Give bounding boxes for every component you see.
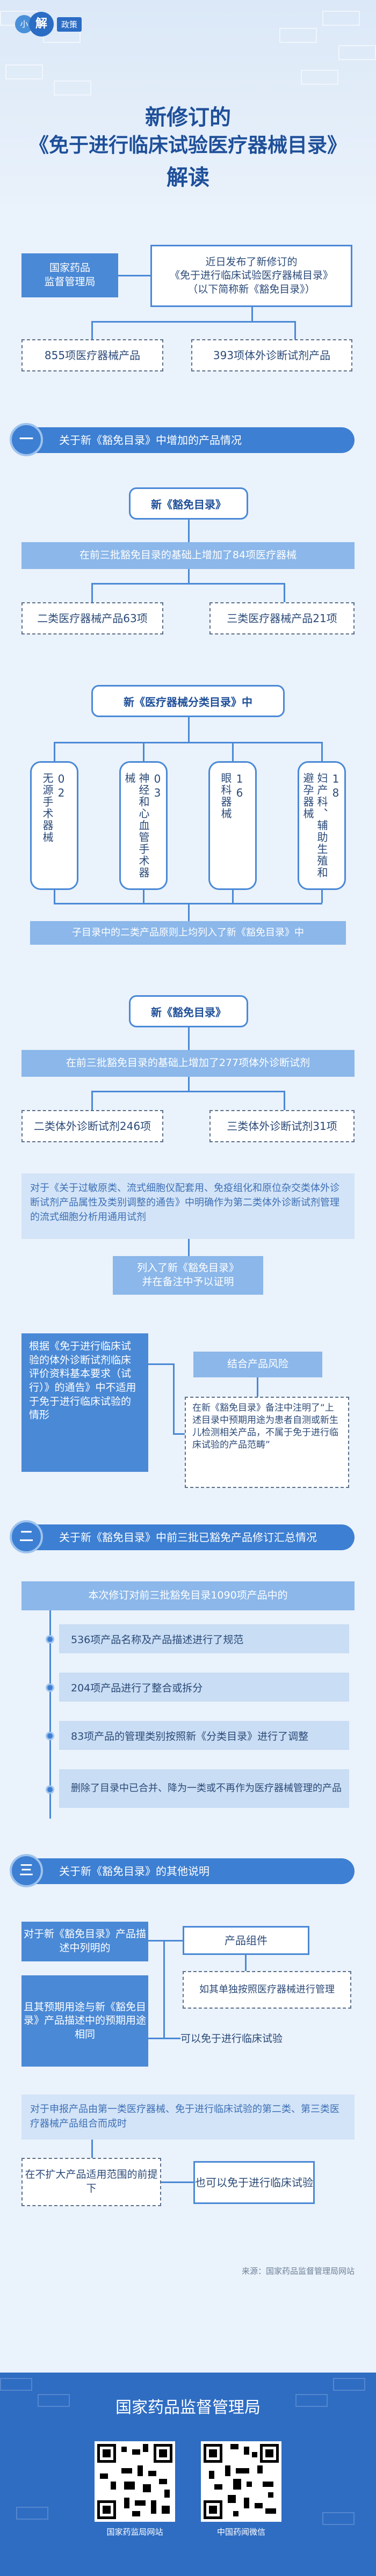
section-1-header: 一 关于新《豁免目录》中增加的产品情况 (0, 423, 355, 456)
category-03-label: 03 神经和心血管手术器械 (123, 772, 164, 879)
combine-risk-box: 结合产品风险 (193, 1352, 322, 1377)
added-ivd-bar: 在前三批豁免目录的基础上增加了277项体外诊断试剂 (21, 1050, 355, 1077)
flow-cytometry-note: 对于《关于过敏原类、流式细胞仪配套用、免疫组化和原位杂交类体外诊断试剂产品属性及… (21, 1173, 355, 1239)
revision-item-4: 删除了目录中已合并、降为一类或不再作为医疗器械管理的产品 (59, 1769, 349, 1808)
remark-note-box: 在新《豁免目录》备注中注明了“上述目录中预期用途为患者自测或新生儿检测相关产品，… (185, 1397, 349, 1488)
intended-use-box: 且其预期用途与新《豁免目录》产品描述中的预期用途相同 (21, 1975, 148, 2067)
category-18-label: 18 妇产科、辅助生殖和避孕器械 (301, 772, 342, 879)
device-count-box: 855项医疗器械产品 (21, 339, 163, 371)
revision-item-2: 204项产品进行了整合或拆分 (59, 1673, 349, 1702)
section-1-title: 关于新《豁免目录》中增加的产品情况 (59, 434, 242, 447)
component-box: 产品组件 (183, 1926, 309, 1955)
ivd-guideline-box: 根据《免于进行临床试验的体外诊断试剂临床评价资料基本要求（试行）》的通告》中不适… (21, 1333, 148, 1472)
category-card-02: 02 无源手术器械 (30, 761, 78, 890)
class3-ivd-box: 三类体外诊断试剂31项 (209, 1110, 355, 1142)
section-3-header: 三 关于新《豁免目录》的其他说明 (0, 1854, 355, 1887)
exempt-text: 可以免于进行临床试验 (180, 2033, 283, 2045)
qr-code-icon (97, 2444, 172, 2519)
agency-box: 国家药品 监督管理局 (21, 253, 118, 297)
revision-lead-bar: 本次修订对前三批豁免目录1090项产品中的 (21, 1581, 355, 1610)
section-2-header: 二 关于新《豁免目录》中前三批已豁免产品修订汇总情况 (0, 1520, 355, 1553)
classification-list-pill: 新《医疗器械分类目录》中 (91, 685, 285, 717)
site-logo: 小 解 政策 (15, 12, 82, 37)
combination-note: 对于申报产品由第一类医疗器械、免于进行临床试验的第二类、第三类医疗器械产品组合而… (21, 2095, 355, 2140)
header-banner: 小 解 政策 新修订的 《免于进行临床试验医疗器械目录》 解读 (0, 0, 376, 215)
section-3-number: 三 (10, 1854, 43, 1887)
also-exempt-box: 也可以免于进行临床试验 (193, 2161, 315, 2204)
subcatalog-note-bar: 子目录中的二类产品原则上均列入了新《豁免目录》中 (30, 921, 346, 945)
ivd-count-box: 393项体外诊断试剂产品 (191, 339, 352, 371)
logo-label: 政策 (57, 17, 82, 32)
source-credit: 来源：国家药品监督管理局网站 (241, 2266, 355, 2276)
title-line-1: 新修订的 (145, 105, 231, 130)
class3-device-box: 三类医疗器械产品21项 (209, 602, 355, 634)
added-devices-bar: 在前三批豁免目录的基础上增加了84项医疗器械 (21, 542, 355, 569)
logo-char-large: 解 (29, 12, 54, 37)
new-exempt-list-pill-2: 新《豁免目录》 (129, 995, 248, 1027)
scope-condition-box: 在不扩大产品适用范围的前提下 (21, 2158, 161, 2206)
section-1-number: 一 (10, 423, 43, 456)
section-3-title: 关于新《豁免目录》的其他说明 (59, 1865, 209, 1878)
qr-code-nmpa[interactable] (95, 2441, 175, 2522)
revision-item-1: 536项产品名称及产品描述进行了规范 (59, 1624, 349, 1653)
release-box: 近日发布了新修订的 《免于进行临床试验医疗器械目录》 （以下简称新《豁免目录》） (150, 245, 352, 307)
category-02-label: 02 无源手术器械 (41, 772, 68, 843)
title-line-2: 《免于进行临床试验医疗器械目录》 (29, 133, 347, 157)
component-standalone-box: 如其单独按照医疗器械进行管理 (183, 1971, 351, 2009)
revision-item-3: 83项产品的管理类别按照新《分类目录》进行了调整 (59, 1721, 349, 1750)
component-question-box: 对于新《豁免目录》产品描述中列明的 (21, 1922, 148, 1961)
qr-code-icon (204, 2444, 279, 2519)
footer: 国家药品监督管理局 国家药监局网站 (0, 2373, 376, 2576)
title-line-3: 解读 (167, 165, 209, 190)
class2-device-box: 二类医疗器械产品63项 (21, 602, 163, 634)
qr-caption-wechat: 中国药闻微信 (216, 2527, 265, 2537)
category-card-03: 03 神经和心血管手术器械 (119, 761, 168, 890)
category-16-label: 16 眼科器械 (219, 772, 246, 820)
listed-in-remark-box: 列入了新《豁免目录》 并在备注中予以证明 (113, 1256, 263, 1295)
section-2-number: 二 (10, 1520, 43, 1553)
class2-ivd-box: 二类体外诊断试剂246项 (21, 1110, 163, 1142)
section-2-title: 关于新《豁免目录》中前三批已豁免产品修订汇总情况 (59, 1531, 317, 1544)
new-exempt-list-pill-1: 新《豁免目录》 (129, 487, 248, 520)
qr-caption-nmpa: 国家药监局网站 (106, 2527, 163, 2537)
footer-title: 国家药品监督管理局 (115, 2398, 261, 2417)
category-card-16: 16 眼科器械 (208, 761, 257, 890)
qr-code-wechat[interactable] (201, 2441, 281, 2522)
category-card-18: 18 妇产科、辅助生殖和避孕器械 (298, 761, 346, 890)
